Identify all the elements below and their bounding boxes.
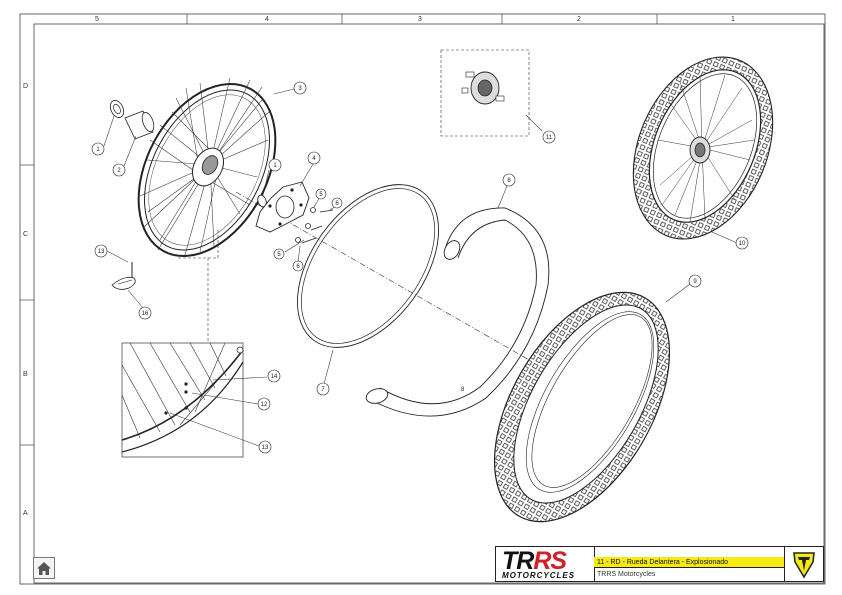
row-label-a: A [23, 510, 28, 517]
tire-part [493, 291, 671, 523]
svg-text:14: 14 [271, 374, 278, 380]
title-block: TRRS MOTORCYCLES 11 - RD - Rueda Delante… [495, 546, 824, 582]
spoked-wheel-rim [137, 77, 277, 257]
callout-12-spoke: 12 [257, 397, 271, 411]
logo-subtitle: MOTORCYCLES [502, 571, 576, 580]
sheet-border [19, 13, 826, 585]
column-label-2: 2 [577, 16, 581, 23]
row-label-b: B [23, 371, 28, 378]
svg-text:2: 2 [117, 168, 121, 174]
logo-text-tr: TR [502, 547, 534, 575]
valve-part [111, 262, 136, 290]
svg-text:13: 13 [262, 445, 269, 451]
svg-text:13: 13 [98, 249, 105, 255]
callout-14-spoke-nipple: 14 [267, 369, 281, 383]
bearing-part [109, 100, 125, 118]
callout-6-bolt: 6 [331, 197, 343, 209]
rim-band-part [297, 184, 439, 348]
callout-13-spoke: 13 [258, 440, 272, 454]
inner-tube-part [365, 207, 550, 417]
logo-text-rs: RS [533, 547, 567, 575]
row-label-d: D [23, 83, 28, 90]
logo-wordmark: TRRS [502, 547, 567, 576]
callout-2-spacer: 2 [112, 163, 126, 177]
spoke-detail-view [121, 342, 244, 458]
callout-11-hub: 11 [542, 130, 556, 144]
svg-text:5: 5 [277, 252, 281, 258]
svg-text:3: 3 [298, 86, 302, 92]
column-label-1: 1 [731, 16, 735, 23]
hub-detail-box [440, 49, 530, 137]
callout-1-spacer: 1 [91, 142, 105, 156]
svg-text:9: 9 [693, 279, 697, 285]
home-button[interactable] [33, 557, 55, 579]
bolts-part [295, 207, 334, 244]
svg-text:16: 16 [142, 311, 149, 317]
column-label-5: 5 [95, 16, 99, 23]
svg-text:8: 8 [507, 178, 511, 184]
svg-text:7: 7 [321, 387, 325, 393]
home-icon [37, 561, 51, 575]
svg-text:4: 4 [312, 156, 316, 162]
assembled-wheel [632, 56, 774, 240]
svg-text:1: 1 [273, 163, 277, 169]
callout-8-inner-tube: 8 [502, 173, 516, 187]
drawing-subtitle: TRRS Motorcycles [597, 571, 656, 578]
leader-lines [103, 88, 738, 447]
trrs-emblem [784, 547, 823, 581]
drawing-title: 11 - RD - Rueda Delantera - Explosionado [594, 557, 784, 568]
svg-text:11: 11 [546, 135, 553, 141]
svg-text:6: 6 [296, 264, 300, 270]
svg-text:6: 6 [335, 201, 339, 207]
callout-7-rim-band: 7 [316, 382, 330, 396]
callout-3-rim: 3 [293, 81, 307, 95]
callout-9-tire: 9 [688, 274, 702, 288]
trrs-emblem-icon [793, 552, 815, 579]
brake-disc-part [255, 181, 310, 233]
inner-tube-label: 8 [461, 387, 465, 393]
svg-text:1: 1 [96, 147, 100, 153]
svg-text:12: 12 [261, 402, 268, 408]
column-label-3: 3 [418, 16, 422, 23]
callout-5-bolt-lower: 5 [273, 248, 285, 260]
callout-6-bolt-lower: 6 [292, 260, 304, 272]
svg-text:10: 10 [739, 241, 746, 247]
callout-4-disc: 4 [307, 151, 321, 165]
row-label-c: C [23, 231, 28, 238]
svg-text:5: 5 [319, 192, 323, 198]
trrs-logo: TRRS MOTORCYCLES [496, 547, 595, 581]
spacer-part [124, 110, 155, 140]
column-label-4: 4 [265, 16, 269, 23]
callout-13-valve: 13 [94, 244, 108, 258]
callout-16-valve-cap: 16 [138, 306, 152, 320]
callout-1-bearing: 1 [268, 158, 282, 172]
callout-10-wheel: 10 [735, 236, 749, 250]
callout-5-bolt: 5 [315, 188, 327, 200]
